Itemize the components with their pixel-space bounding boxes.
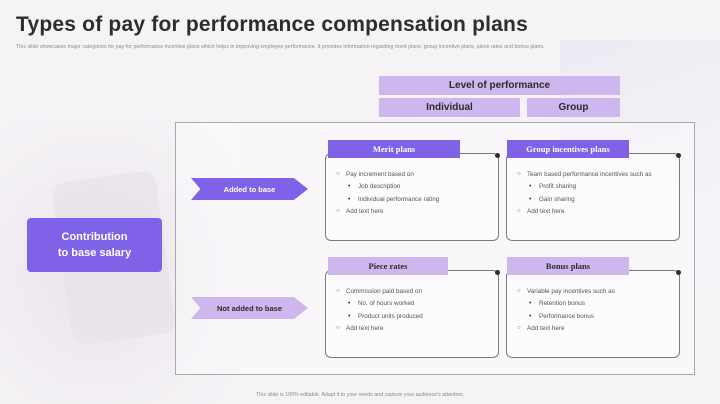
piece-rates-card: Piece rates Commission paid based onNo. … [325,270,499,358]
list-sub-item: Product units produced [336,312,486,321]
group-incentives-card: Group incentives plans Team based perfor… [506,153,680,241]
merit-plans-title: Merit plans [328,140,460,158]
card-corner-dot [676,270,681,275]
not-added-to-base-arrow: Not added to base [191,297,308,319]
list-item: Add text here [336,324,486,333]
bonus-plans-list: Variable pay incentives such as Retention… [517,287,667,336]
slide-title: Types of pay for performance compensatio… [16,13,528,37]
list-sub-item: Gain sharing [517,195,667,204]
card-corner-dot [495,270,500,275]
list-item: Commission paid based on [336,287,486,296]
group-column-header: Group [527,98,620,117]
list-sub-item: Job description [336,182,486,191]
group-incentives-list: Team based performance incentives such a… [517,170,667,219]
list-sub-item: Profit sharing [517,182,667,191]
piece-rates-title: Piece rates [328,257,448,275]
individual-column-header: Individual [379,98,520,117]
added-to-base-arrow: Added to base [191,178,308,200]
contribution-to-base-salary-box: Contribution to base salary [27,218,162,272]
list-sub-item: Performance bonus [517,312,667,321]
slide-footer: This slide is 100% editable. Adapt it to… [0,392,720,398]
list-item: Add text here [517,207,667,216]
piece-rates-list: Commission paid based on No. of hours wor… [336,287,486,336]
list-item: Add text here [336,207,486,216]
list-item: Variable pay incentives such as [517,287,667,296]
card-corner-dot [495,153,500,158]
list-item: Pay increment based on [336,170,486,179]
merit-plans-list: Pay increment based on Job descriptionInd… [336,170,486,219]
bonus-plans-title: Bonus plans [507,257,629,275]
list-sub-item: No. of hours worked [336,299,486,308]
bonus-plans-card: Bonus plans Variable pay incentives such… [506,270,680,358]
slide-subtitle: This slide showcases major categories fo… [16,44,706,50]
list-item: Add text here [517,324,667,333]
merit-plans-card: Merit plans Pay increment based onJob de… [325,153,499,241]
card-corner-dot [676,153,681,158]
list-sub-item: Retention bonus [517,299,667,308]
group-incentives-title: Group incentives plans [507,140,629,158]
list-item: Team based performance incentives such a… [517,170,667,179]
list-sub-item: Individual performance rating [336,195,486,204]
level-of-performance-header: Level of performance [379,76,620,95]
